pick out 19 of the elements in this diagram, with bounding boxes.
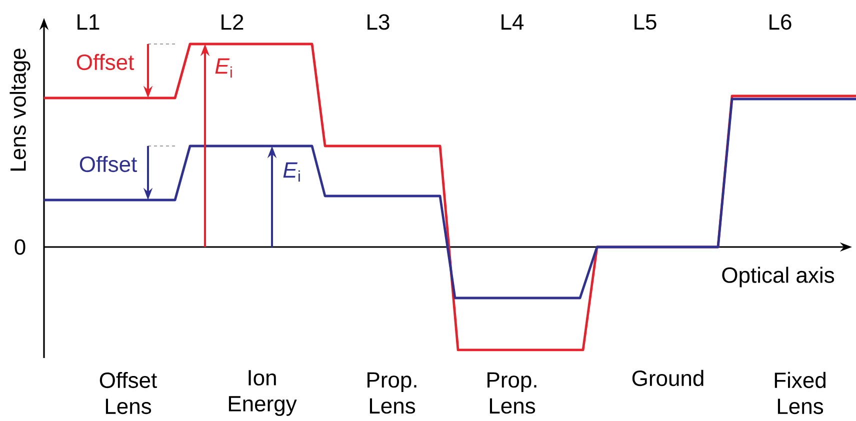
lens-description: Prop. Lens — [368, 372, 416, 414]
axis-title: Optical axis — [722, 266, 834, 288]
lens-name: L3 — [368, 14, 390, 30]
lens-description: Fixed Lens — [774, 372, 826, 414]
energy-label: E$_{i}$ — [283, 162, 300, 182]
axis-tick-label: 0 — [14, 239, 26, 255]
lens-description: Ground — [632, 370, 704, 386]
axis-title: Lens voltage — [10, 48, 30, 171]
lens-name: L2 — [222, 14, 244, 30]
lens-description: Ion Energy — [228, 370, 297, 416]
lens-description: Prop. Lens — [488, 372, 536, 414]
offset-label: Offset — [80, 156, 137, 172]
lens-name: L5 — [634, 14, 656, 30]
offset-label: Offset — [76, 54, 134, 70]
energy-label: E$_{i}$ — [215, 58, 232, 78]
lens-name: L4 — [502, 14, 524, 30]
lens-description: Offset Lens — [100, 372, 157, 414]
lens-name: L6 — [770, 14, 792, 30]
lens-name: L1 — [78, 14, 100, 30]
